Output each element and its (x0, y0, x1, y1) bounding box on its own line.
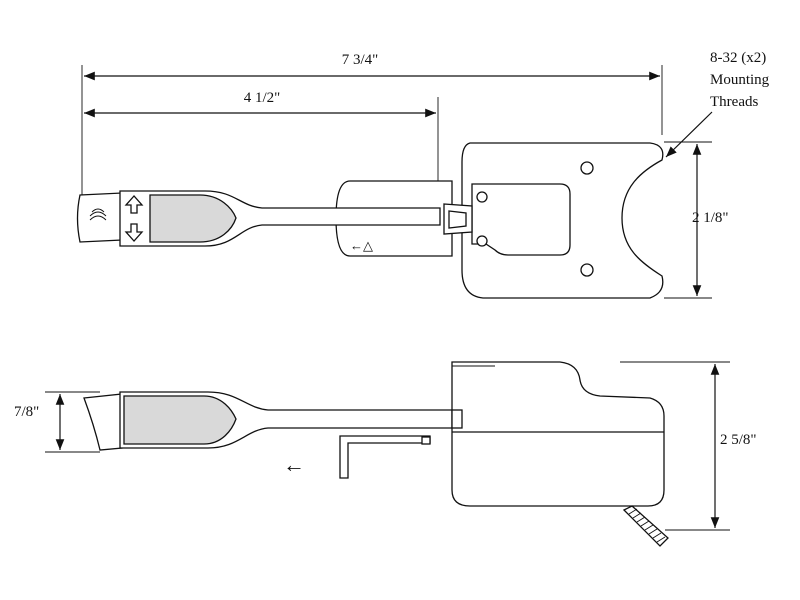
spring-coil (632, 512, 642, 519)
spring-coil (656, 536, 666, 543)
direction-arrow: ← (283, 452, 305, 477)
up-arrow-icon (124, 195, 144, 214)
lever-pivot-block (451, 409, 463, 429)
cancel-cam (339, 435, 431, 479)
grip-insert-top (149, 194, 237, 243)
lever-tip-cap (76, 192, 123, 243)
lever-tip-cap-side (83, 393, 123, 451)
body-marker: ←△ (350, 238, 373, 253)
dim-label-handle-height: 7/8" (14, 404, 39, 420)
dim-label-body-width: 2 1/8" (692, 210, 729, 226)
cam-tab (421, 436, 431, 445)
spring-coil (640, 520, 650, 527)
wire-harness-spring (622, 505, 669, 547)
wire-boot (622, 505, 669, 547)
pivot-screw-bottom (476, 235, 488, 247)
spring-coil (644, 524, 654, 531)
lever-clevis-inner (448, 210, 467, 229)
dim-label-body-height: 2 5/8" (720, 432, 757, 448)
callout-leader (665, 111, 713, 158)
dim-label-handle-to-body: 4 1/2" (244, 90, 281, 106)
top-view: 7 3/4" 4 1/2" 8-32 (x2) Mounting Threads… (76, 50, 770, 299)
grip-insert-side (123, 395, 237, 445)
down-arrow-icon (124, 223, 144, 242)
mounting-hole-bottom (580, 263, 594, 277)
spring-coil (636, 516, 646, 523)
spring-coil (628, 508, 638, 515)
callout-line-1: 8-32 (x2) (710, 50, 766, 66)
spring-coil (648, 528, 658, 535)
spring-coil (652, 532, 662, 539)
side-view: 7/8" 2 5/8" ← (14, 361, 757, 547)
pivot-screw-top (476, 191, 488, 203)
pivot-bracket (471, 183, 571, 256)
dim-label-overall-length: 7 3/4" (342, 52, 379, 68)
mounting-hole-top (580, 161, 594, 175)
lever-tip-icon (89, 208, 107, 221)
callout-line-2: Mounting (710, 72, 770, 88)
switch-body (451, 361, 665, 507)
callout-line-3: Threads (710, 94, 758, 110)
